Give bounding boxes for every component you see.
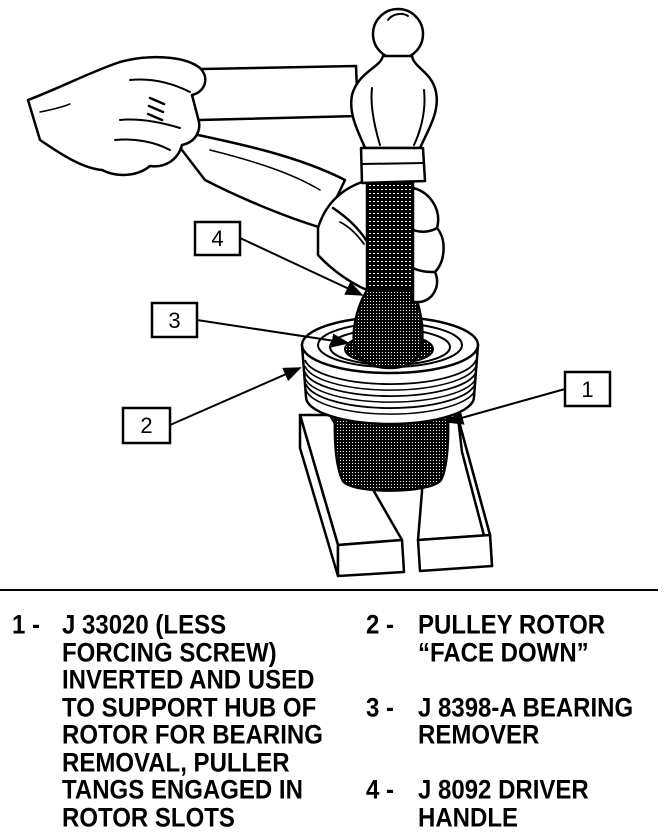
- legend-line: REMOVER: [418, 720, 540, 751]
- callout-3-box: [150, 301, 199, 339]
- callout-1-leader: [445, 388, 566, 425]
- right-hand: [163, 126, 445, 304]
- legend-line: PULLEY ROTOR: [418, 610, 606, 641]
- callout-4-leader: [239, 237, 364, 296]
- callout-2-label: 2: [140, 413, 152, 438]
- legend-marker: 3 -: [366, 692, 395, 723]
- callout-4: 4: [193, 220, 242, 257]
- legend-line: TANGS ENGAGED IN: [62, 775, 303, 806]
- callout-2-box: [121, 406, 172, 445]
- legend-line: J 8092 DRIVER: [418, 775, 589, 806]
- legend-line: INVERTED AND USED: [62, 665, 315, 696]
- callout-4-label: 4: [211, 226, 223, 251]
- legend-line: J 33020 (LESS: [62, 610, 227, 641]
- legend-line: REMOVAL, PULLER: [62, 747, 290, 778]
- legend-line: ROTOR FOR BEARING: [62, 720, 323, 751]
- bearing-removal-illustration: 4 3 2 1: [26, 7, 612, 578]
- callout-3: 3: [150, 301, 199, 339]
- legend-marker: 1 -: [12, 610, 41, 641]
- legend-line: “FACE DOWN”: [418, 637, 589, 668]
- legend-line: TO SUPPORT HUB OF: [62, 692, 317, 723]
- legend-line: FORCING SCREW): [62, 637, 277, 668]
- callout-2-leader: [169, 367, 302, 426]
- legend-item-3-marker: 3 -: [366, 692, 395, 723]
- legend-line: ROTOR SLOTS: [62, 802, 235, 833]
- hammer-head: [349, 7, 439, 185]
- legend-item-4-marker: 4 -: [366, 775, 395, 806]
- illustration-svg: 4 3 2 1: [26, 7, 612, 578]
- legend-item-1-text: J 33020 (LESS FORCING SCREW) INVERTED AN…: [62, 610, 323, 833]
- legend-item-1-marker: 1 -: [12, 610, 41, 641]
- legend-item-4-text: J 8092 DRIVER HANDLE: [418, 775, 589, 833]
- legend-line: J 8398-A BEARING: [418, 692, 634, 723]
- callout-1-box: [563, 370, 612, 408]
- legend-divider: [0, 589, 658, 591]
- wood-block-right: [416, 416, 494, 573]
- legend-item-2-text: PULLEY ROTOR “FACE DOWN”: [418, 610, 606, 668]
- callout-3-label: 3: [168, 308, 180, 333]
- callout-2: 2: [121, 406, 172, 445]
- legend-marker: 4 -: [366, 775, 395, 806]
- left-hand: [26, 55, 207, 177]
- callout-1-label: 1: [581, 377, 593, 402]
- legend-line: HANDLE: [418, 802, 518, 833]
- callout-1: 1: [563, 370, 612, 408]
- legend-marker: 2 -: [366, 610, 395, 641]
- callout-4-box: [193, 220, 242, 257]
- support-j33020: [333, 400, 450, 492]
- legend-item-2-marker: 2 -: [366, 610, 395, 641]
- legend-item-3-text: J 8398-A BEARING REMOVER: [418, 692, 634, 751]
- callout-3-leader: [196, 319, 350, 348]
